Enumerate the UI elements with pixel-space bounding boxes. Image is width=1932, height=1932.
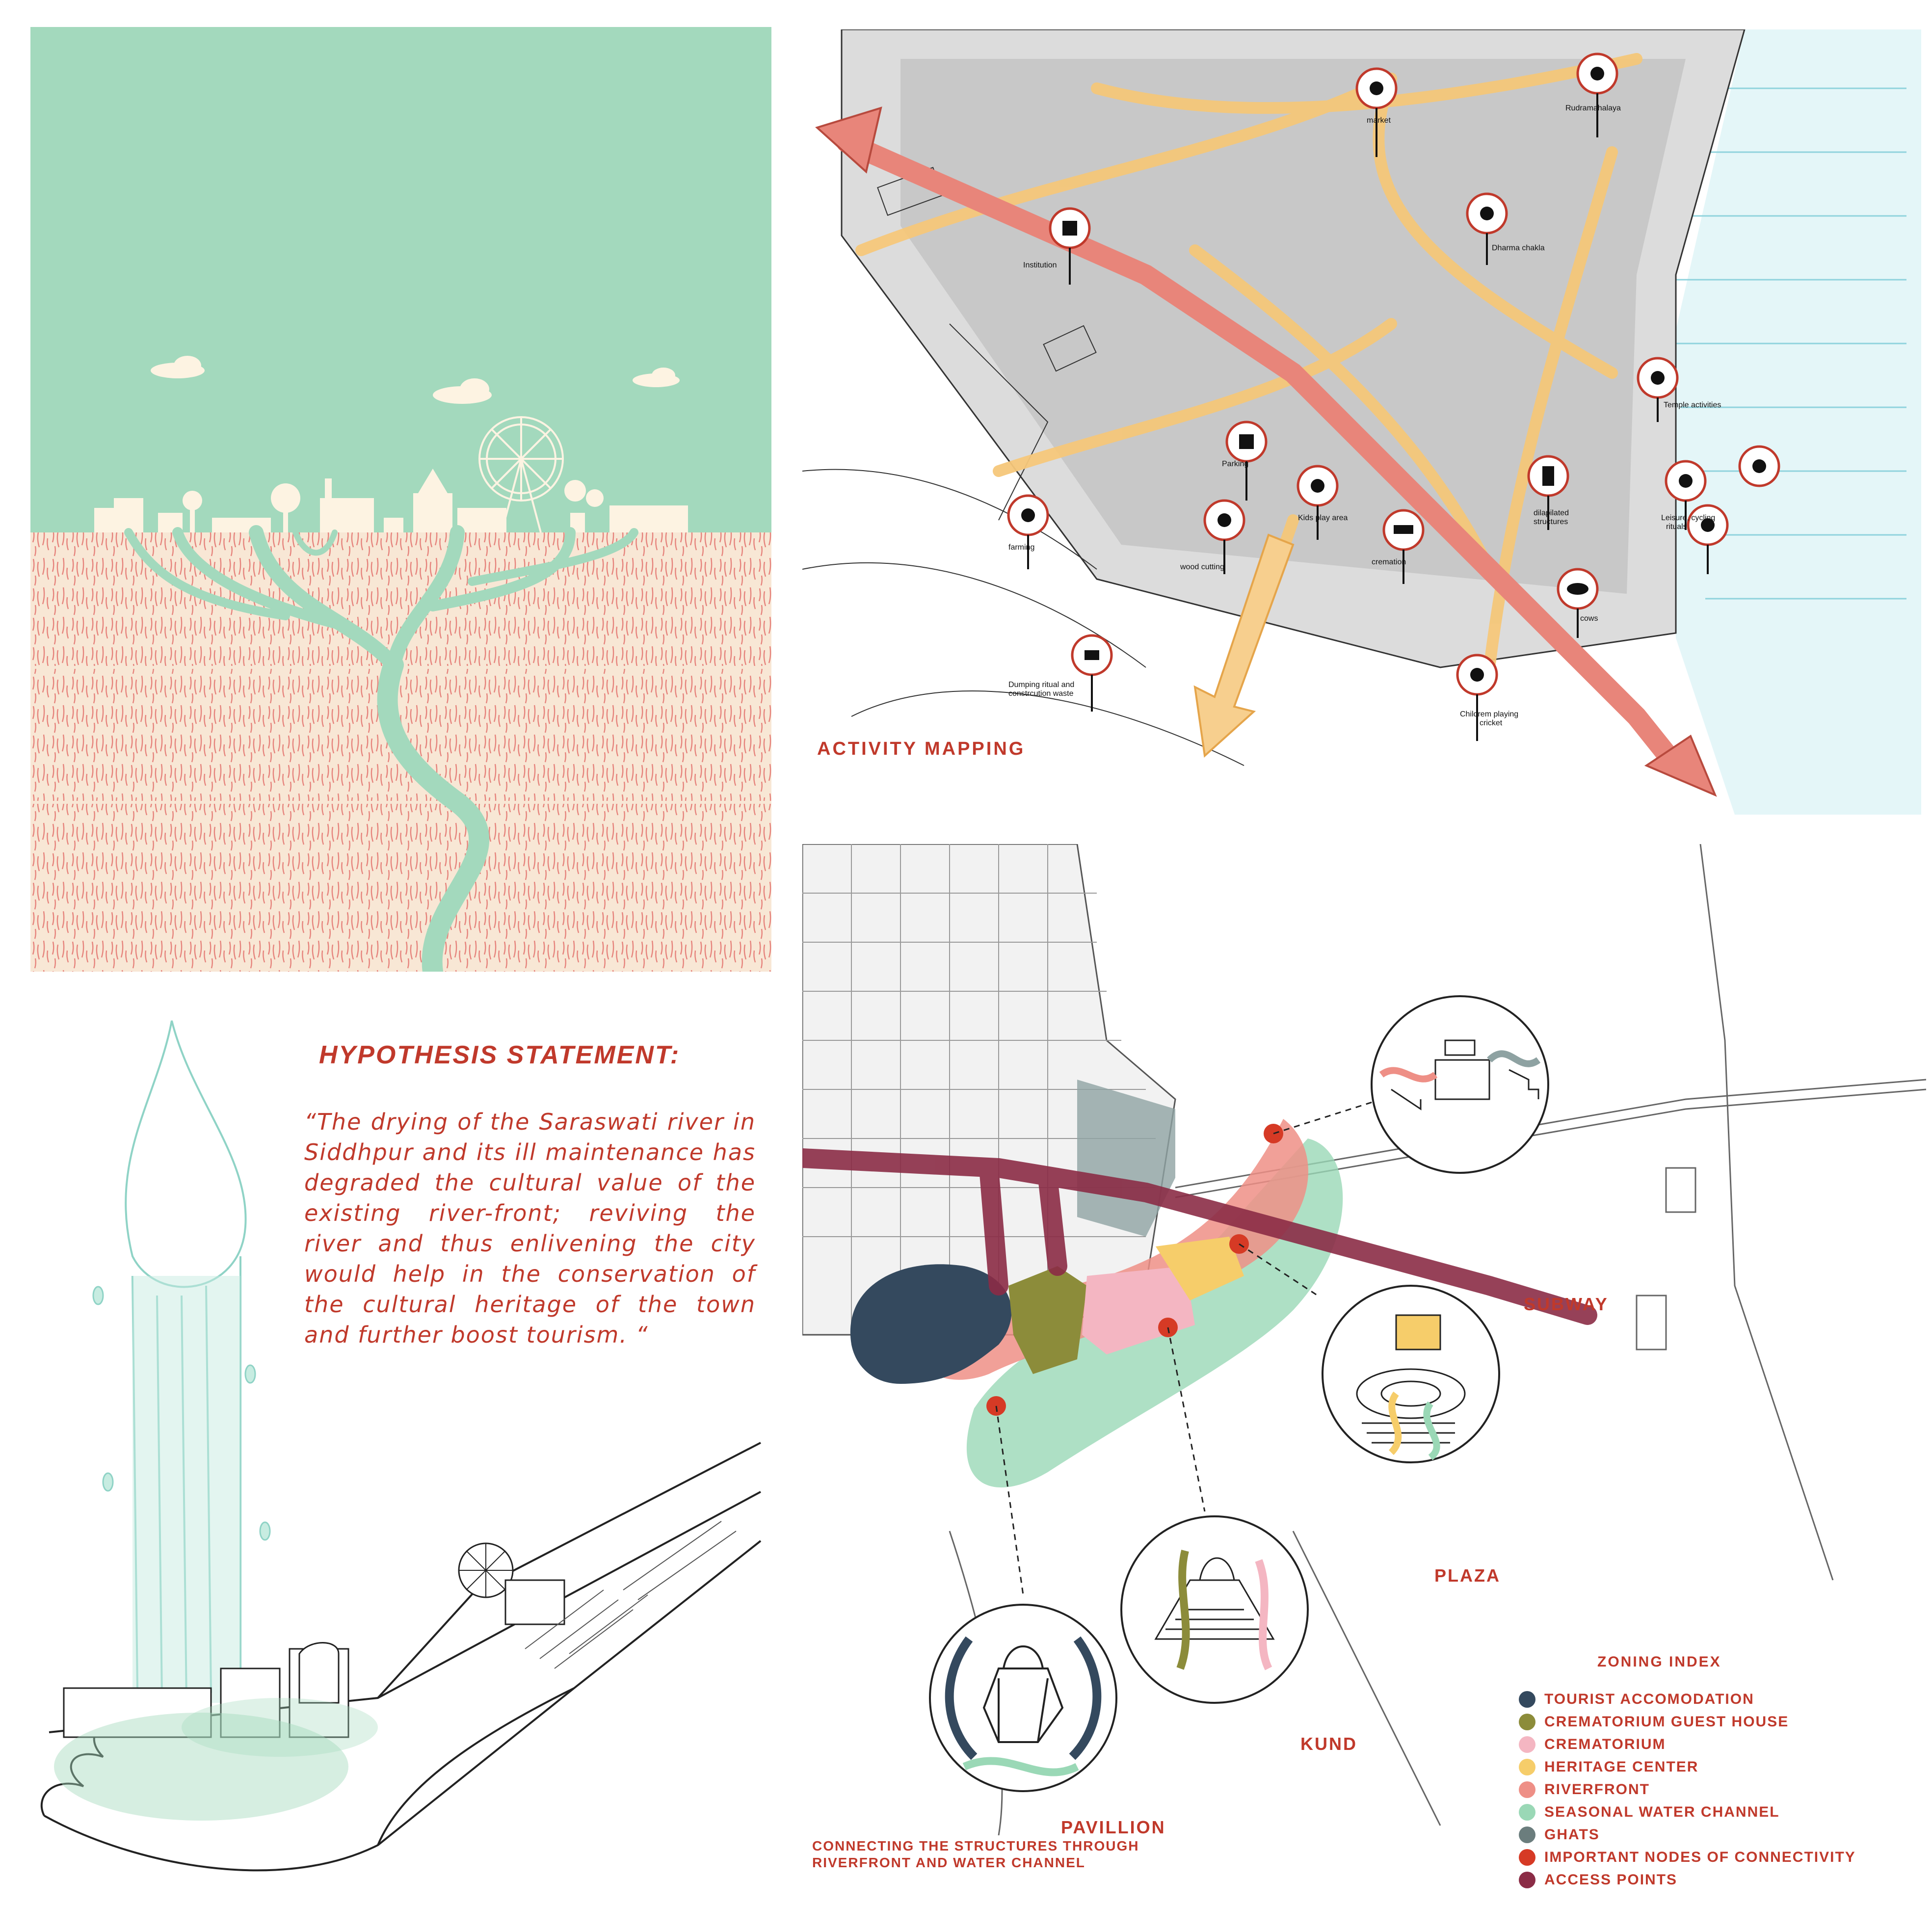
label-rudramahalaya: Rudramahalaya	[1565, 104, 1621, 112]
site-plan-map	[802, 844, 1926, 1835]
zoning-color-swatch	[1519, 1849, 1535, 1866]
label-kids-play-area: Kids play area	[1298, 514, 1348, 522]
callout-kund: KUND	[1300, 1734, 1357, 1754]
hypothesis-title: HYPOTHESIS STATEMENT:	[319, 1041, 681, 1069]
zoning-color-swatch	[1519, 1804, 1535, 1821]
zoning-index-item: SEASONAL WATER CHANNEL	[1519, 1801, 1921, 1824]
label-leisure-2: rituals	[1666, 523, 1687, 531]
zoning-color-swatch	[1519, 1714, 1535, 1730]
zoning-index-item: GHATS	[1519, 1824, 1921, 1846]
zoning-color-swatch	[1519, 1759, 1535, 1775]
river-roots-illustration	[30, 27, 771, 972]
label-dharma-chakla: Dharma chakla	[1492, 244, 1545, 252]
zoning-index: ZONING INDEX TOURIST ACCOMODATION CREMATO…	[1519, 1654, 1921, 1891]
zoning-index-label: ACCESS POINTS	[1544, 1872, 1678, 1888]
callout-subway: SUBWAY	[1524, 1294, 1609, 1314]
zoning-index-label: IMPORTANT NODES OF CONNECTIVITY	[1544, 1849, 1856, 1865]
zoning-color-swatch	[1519, 1872, 1535, 1888]
site-plan-caption: CONNECTING THE STRUCTURES THROUGH RIVERF…	[812, 1838, 1139, 1871]
label-dilapidated-2: structures	[1534, 518, 1568, 526]
zoning-index-item: TOURIST ACCOMODATION	[1519, 1688, 1921, 1711]
label-children-1: Childrem playing	[1460, 710, 1518, 718]
caption-line-2: RIVERFRONT AND WATER CHANNEL	[812, 1855, 1085, 1870]
zoning-index-item: CREMATORIUM	[1519, 1733, 1921, 1756]
label-children-2: cricket	[1480, 719, 1503, 727]
zoning-index-item: RIVERFRONT	[1519, 1778, 1921, 1801]
zoning-color-swatch	[1519, 1826, 1535, 1843]
zoning-color-swatch	[1519, 1691, 1535, 1708]
hand-river-illustration	[34, 1001, 770, 1914]
zoning-index-label: SEASONAL WATER CHANNEL	[1544, 1804, 1780, 1820]
zoning-index-item: CREMATORIUM GUEST HOUSE	[1519, 1711, 1921, 1733]
zoning-index-label: TOURIST ACCOMODATION	[1544, 1691, 1754, 1707]
label-wood-cutting: wood cutting	[1180, 563, 1224, 571]
activity-mapping-map: market Rudramahalaya Dharma chakla Insti…	[802, 29, 1921, 815]
zoning-index-list: TOURIST ACCOMODATION CREMATORIUM GUEST HO…	[1519, 1688, 1921, 1891]
label-dumping-2: constrcution waste	[1008, 689, 1074, 698]
label-market: market	[1367, 116, 1391, 125]
zoning-index-item: IMPORTANT NODES OF CONNECTIVITY	[1519, 1846, 1921, 1869]
label-parking: Parking	[1222, 460, 1248, 468]
label-institution: Institution	[1023, 261, 1057, 269]
zoning-index-label: CREMATORIUM GUEST HOUSE	[1544, 1714, 1789, 1730]
zoning-index-item: ACCESS POINTS	[1519, 1869, 1921, 1891]
zoning-index-item: HERITAGE CENTER	[1519, 1756, 1921, 1778]
label-farming: farming	[1008, 543, 1034, 552]
hypothesis-text: “The drying of the Saraswati river in Si…	[304, 1109, 756, 1348]
zoning-index-title: ZONING INDEX	[1597, 1654, 1721, 1670]
zoning-color-swatch	[1519, 1736, 1535, 1753]
zoning-index-label: GHATS	[1544, 1826, 1600, 1843]
label-cows: cows	[1580, 614, 1598, 623]
zoning-index-label: CREMATORIUM	[1544, 1736, 1666, 1752]
callout-pavillion: PAVILLION	[1061, 1817, 1166, 1837]
activity-mapping-title: ACTIVITY MAPPING	[817, 739, 1026, 759]
label-dilapidated-1: dilapilated	[1534, 509, 1569, 517]
callout-plaza: PLAZA	[1434, 1565, 1501, 1586]
label-temple-activities: Temple activities	[1664, 401, 1721, 409]
zoning-color-swatch	[1519, 1781, 1535, 1798]
label-dumping-1: Dumping ritual and	[1008, 681, 1074, 689]
label-cremation: cremation	[1372, 558, 1406, 566]
caption-line-1: CONNECTING THE STRUCTURES THROUGH	[812, 1838, 1139, 1853]
zoning-index-label: HERITAGE CENTER	[1544, 1759, 1699, 1775]
label-leisure-1: Leisure, cycling	[1661, 514, 1715, 522]
zoning-index-label: RIVERFRONT	[1544, 1781, 1650, 1798]
